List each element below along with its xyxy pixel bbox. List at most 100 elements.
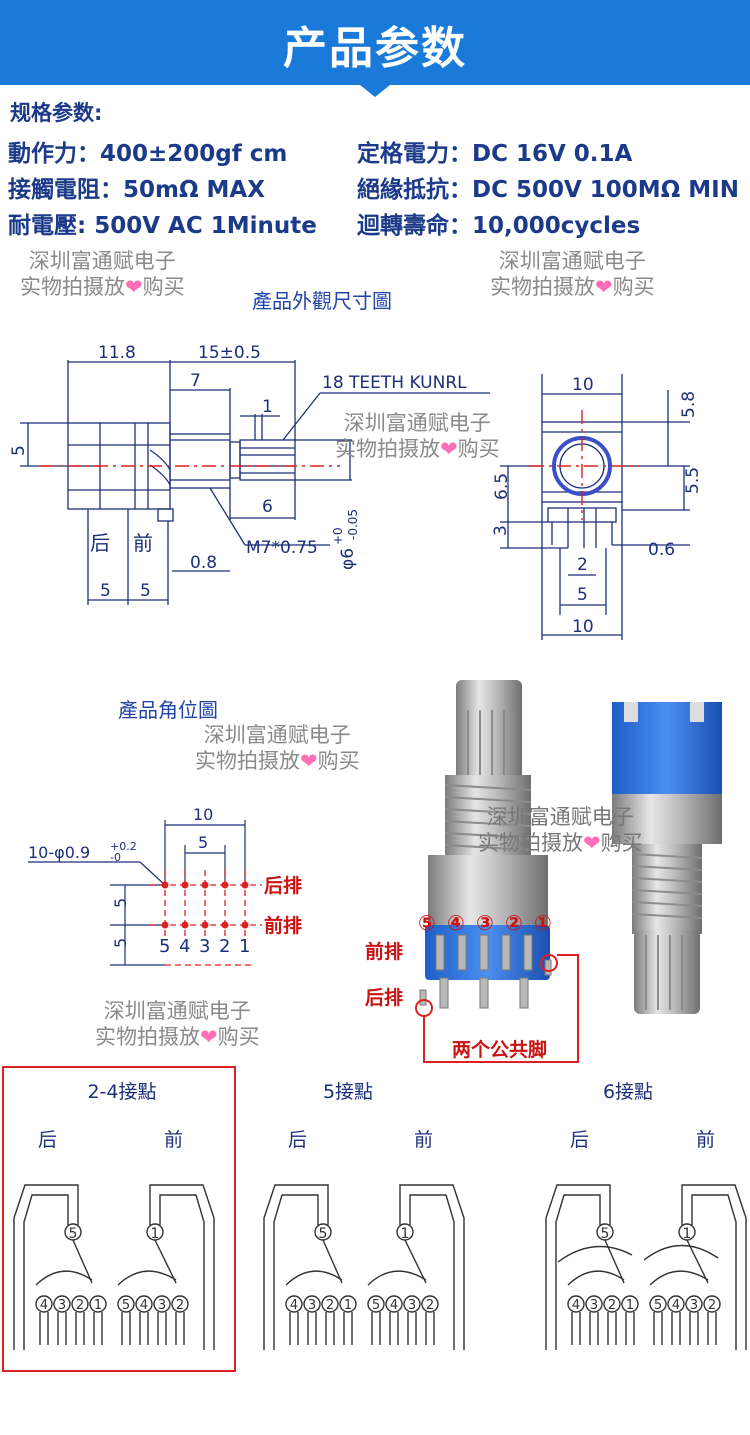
shaft-diameter: φ6 <box>338 548 358 570</box>
svg-text:3: 3 <box>408 1298 416 1313</box>
schematic-back-label: 后 <box>570 1129 589 1151</box>
dim-6: 6 <box>262 497 273 517</box>
photo-pin-number: ⑤ <box>418 911 436 935</box>
svg-text:5: 5 <box>372 1298 380 1313</box>
pin-map-v5b: 5 <box>111 938 130 948</box>
svg-text:1: 1 <box>626 1298 634 1313</box>
watermark: 深圳富通赋电子 实物拍摄放❤购买 <box>335 411 500 461</box>
svg-text:2: 2 <box>426 1298 434 1313</box>
dim-7: 7 <box>190 371 201 391</box>
svg-text:1: 1 <box>151 1226 160 1242</box>
hole-tol-lo: -0 <box>110 851 121 864</box>
pin-map-number: 4 <box>179 936 190 957</box>
schematic-title: 6接點 <box>603 1081 653 1103</box>
svg-text:3: 3 <box>590 1298 598 1313</box>
dim-11-8: 11.8 <box>98 343 136 363</box>
front-dim-5: 5 <box>577 585 588 605</box>
watermark: 深圳富通赋电子 实物拍摄放❤购买 <box>195 723 360 773</box>
banner-pointer <box>360 85 390 97</box>
svg-text:3: 3 <box>690 1298 698 1313</box>
svg-text:2: 2 <box>708 1298 716 1313</box>
shaft-tol-hi: +0 <box>331 527 345 545</box>
dim-15: 15±0.5 <box>198 343 261 363</box>
svg-text:3: 3 <box>158 1298 166 1313</box>
spec-rated-power: 定格電力：DC 16V 0.1A <box>357 141 633 167</box>
svg-text:2: 2 <box>176 1298 184 1313</box>
front-dim-5-8: 5.8 <box>679 391 699 418</box>
watermark: 深圳富通赋电子 实物拍摄放❤购买 <box>20 249 185 299</box>
page-title: 产品参数 <box>283 23 467 74</box>
spec-insulation-resistance: 絕緣抵抗：DC 500V 100MΩ MIN <box>357 177 739 203</box>
svg-text:4: 4 <box>290 1298 298 1313</box>
schematic-back-label: 后 <box>288 1129 307 1151</box>
svg-text:3: 3 <box>308 1298 316 1313</box>
schematic-front-label: 前 <box>696 1129 715 1151</box>
photo-pin-number: ② <box>505 911 523 935</box>
dim-1: 1 <box>262 397 273 417</box>
spec-contact-resistance: 接觸電阻：50mΩ MAX <box>8 177 265 203</box>
svg-text:3: 3 <box>58 1298 66 1313</box>
schematic-front-label: 前 <box>414 1129 433 1151</box>
svg-text:2: 2 <box>326 1298 334 1313</box>
spec-rotational-life: 迴轉壽命：10,000cycles <box>357 213 641 239</box>
thread-label: M7*0.75 <box>246 538 318 558</box>
front-dim-5-5: 5.5 <box>683 467 703 494</box>
hole-spec: 10-φ0.9 <box>28 843 90 862</box>
dim-5b: 5 <box>140 581 151 601</box>
watermark: 深圳富通赋电子 实物拍摄放❤购买 <box>95 999 260 1049</box>
photo-front-row: 前排 <box>365 940 403 963</box>
schematic-front-label: 前 <box>164 1129 183 1151</box>
svg-text:1: 1 <box>683 1226 692 1242</box>
schematic-back-label: 后 <box>38 1129 57 1151</box>
pin-map-number: 2 <box>219 936 230 957</box>
schematic-title: 5接點 <box>323 1081 373 1103</box>
pin-map-v5a: 5 <box>111 898 130 908</box>
shaft-tol-lo: -0.05 <box>346 509 360 540</box>
common-pins-label: 两个公共脚 <box>452 1039 547 1061</box>
dimension-drawing-title: 產品外觀尺寸圖 <box>252 289 392 313</box>
svg-text:4: 4 <box>390 1298 398 1313</box>
photo-pin-number: ① <box>534 911 552 935</box>
svg-text:4: 4 <box>140 1298 148 1313</box>
svg-text:4: 4 <box>572 1298 580 1313</box>
svg-text:5: 5 <box>69 1226 78 1242</box>
dim-5a: 5 <box>100 581 111 601</box>
photo-pin-number: ④ <box>447 911 465 935</box>
svg-text:1: 1 <box>401 1226 410 1242</box>
svg-text:5: 5 <box>319 1226 328 1242</box>
svg-text:4: 4 <box>40 1298 48 1313</box>
watermark: 深圳富通赋电子 实物拍摄放❤购买 <box>478 805 643 855</box>
side-front-label: 前 <box>133 531 153 555</box>
photo-back-row: 后排 <box>365 986 403 1009</box>
svg-text:1: 1 <box>94 1298 102 1313</box>
spec-operating-force: 動作力：400±200gf cm <box>8 141 288 167</box>
photo-pin-number: ③ <box>476 911 494 935</box>
svg-text:5: 5 <box>654 1298 662 1313</box>
svg-text:5: 5 <box>122 1298 130 1313</box>
pin-map-number: 3 <box>199 936 210 957</box>
hole-tol-hi: +0.2 <box>110 840 137 853</box>
schematic-highlight-box <box>2 1066 236 1372</box>
angle-drawing-title: 產品角位圖 <box>118 698 218 722</box>
teeth-label: 18 TEETH KUNRL <box>322 373 467 393</box>
title-banner: 产品参数 <box>0 0 750 97</box>
dim-0-8: 0.8 <box>190 553 217 573</box>
pin-map-number: 5 <box>159 936 170 957</box>
front-dim-2: 2 <box>577 555 588 575</box>
front-dim-0-6: 0.6 <box>648 540 675 560</box>
dimension-drawing: 11.8 15±0.5 7 1 18 TEETH KUNRL 5 6 M7*0.… <box>9 343 703 640</box>
svg-text:2: 2 <box>608 1298 616 1313</box>
front-dim-6-5: 6.5 <box>492 473 512 500</box>
spec-heading: 规格参数: <box>10 101 103 125</box>
dim-5-height: 5 <box>9 445 29 456</box>
svg-text:2: 2 <box>76 1298 84 1313</box>
front-dim-10-top: 10 <box>572 375 594 395</box>
watermark: 深圳富通赋电子 实物拍摄放❤购买 <box>490 249 655 299</box>
knurled-shaft <box>456 680 522 780</box>
